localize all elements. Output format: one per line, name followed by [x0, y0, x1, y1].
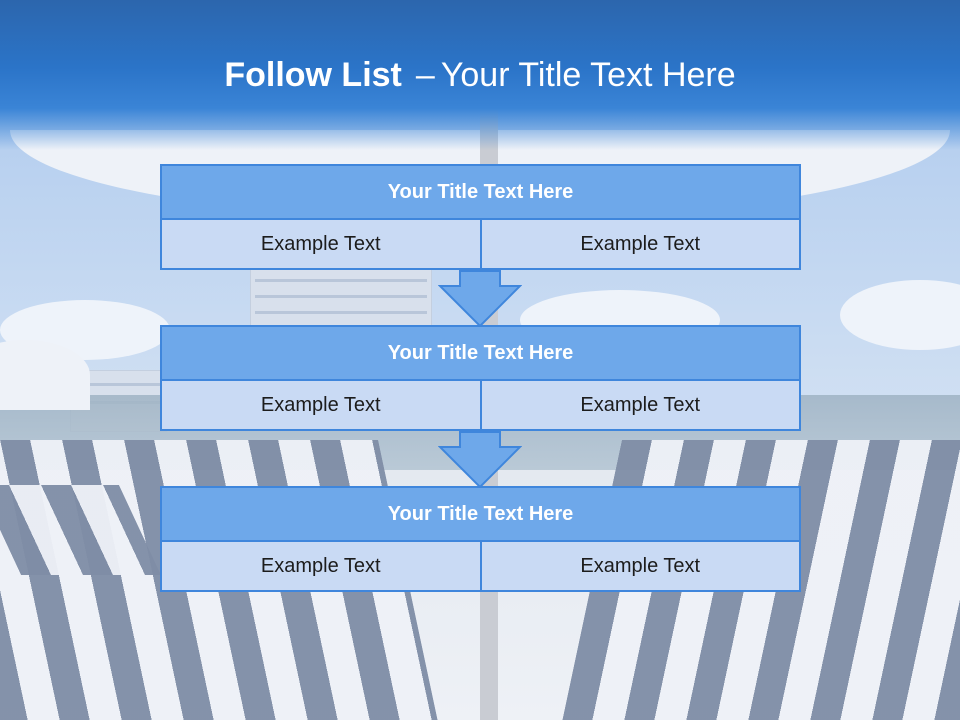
flow-block-2: Your Title Text Here Example Text Exampl…	[160, 325, 801, 431]
title-dash: –	[415, 56, 435, 94]
flow-block-1: Your Title Text Here Example Text Exampl…	[160, 164, 801, 270]
slide-title: Follow List–Your Title Text Here	[0, 56, 960, 95]
block-cell-left: Example Text	[160, 542, 482, 592]
block-cell-right: Example Text	[481, 220, 801, 270]
block-title: Your Title Text Here	[160, 164, 801, 220]
block-cell-left: Example Text	[160, 381, 482, 431]
down-arrow-icon	[438, 431, 522, 489]
block-cell-right: Example Text	[481, 542, 801, 592]
title-rest-part: Your Title Text Here	[440, 56, 736, 94]
block-title: Your Title Text Here	[160, 325, 801, 381]
block-row: Example Text Example Text	[160, 381, 801, 431]
block-cell-left: Example Text	[160, 220, 482, 270]
cloud	[840, 280, 960, 350]
title-bar	[0, 0, 960, 150]
block-row: Example Text Example Text	[160, 542, 801, 592]
block-cell-right: Example Text	[481, 381, 801, 431]
block-row: Example Text Example Text	[160, 220, 801, 270]
down-arrow-icon	[438, 270, 522, 328]
flow-block-3: Your Title Text Here Example Text Exampl…	[160, 486, 801, 592]
umbrella-canopy	[0, 340, 90, 410]
block-title: Your Title Text Here	[160, 486, 801, 542]
title-bold-part: Follow List	[224, 56, 402, 94]
building	[250, 268, 432, 330]
